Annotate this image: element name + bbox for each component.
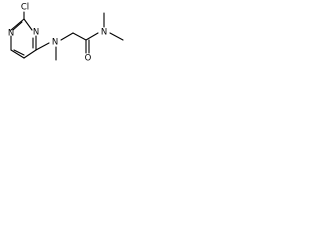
ring-bond-c2-n1 [23,18,33,31]
ring-bond-c2-n3-double [12,21,23,31]
ring-bond-c5-c6 [23,49,37,59]
atom-n-ring-top: N [33,28,39,38]
bond-carbonyl-namide [85,32,99,41]
atom-n-amine: N [52,38,58,48]
structure-canvas: Cl N N N N O [0,0,132,73]
ring-bond-c2-n3 [10,18,25,31]
bond-ch2-carbonyl [72,32,87,41]
bond-namide-methyl-right [109,32,124,41]
bond-namine-ch2 [60,32,74,41]
atom-n-ring-bottom: N [8,29,14,39]
atom-n-amide: N [101,28,107,38]
ring-bond-c4-c5 [10,49,25,59]
bond-c6-namine [35,42,50,51]
molecule-diagram: Cl N N N N O [8,3,124,64]
ring-bond-c4-c5-double [13,49,25,56]
atom-o-carbonyl: O [85,54,92,64]
atom-cl: Cl [21,3,29,13]
